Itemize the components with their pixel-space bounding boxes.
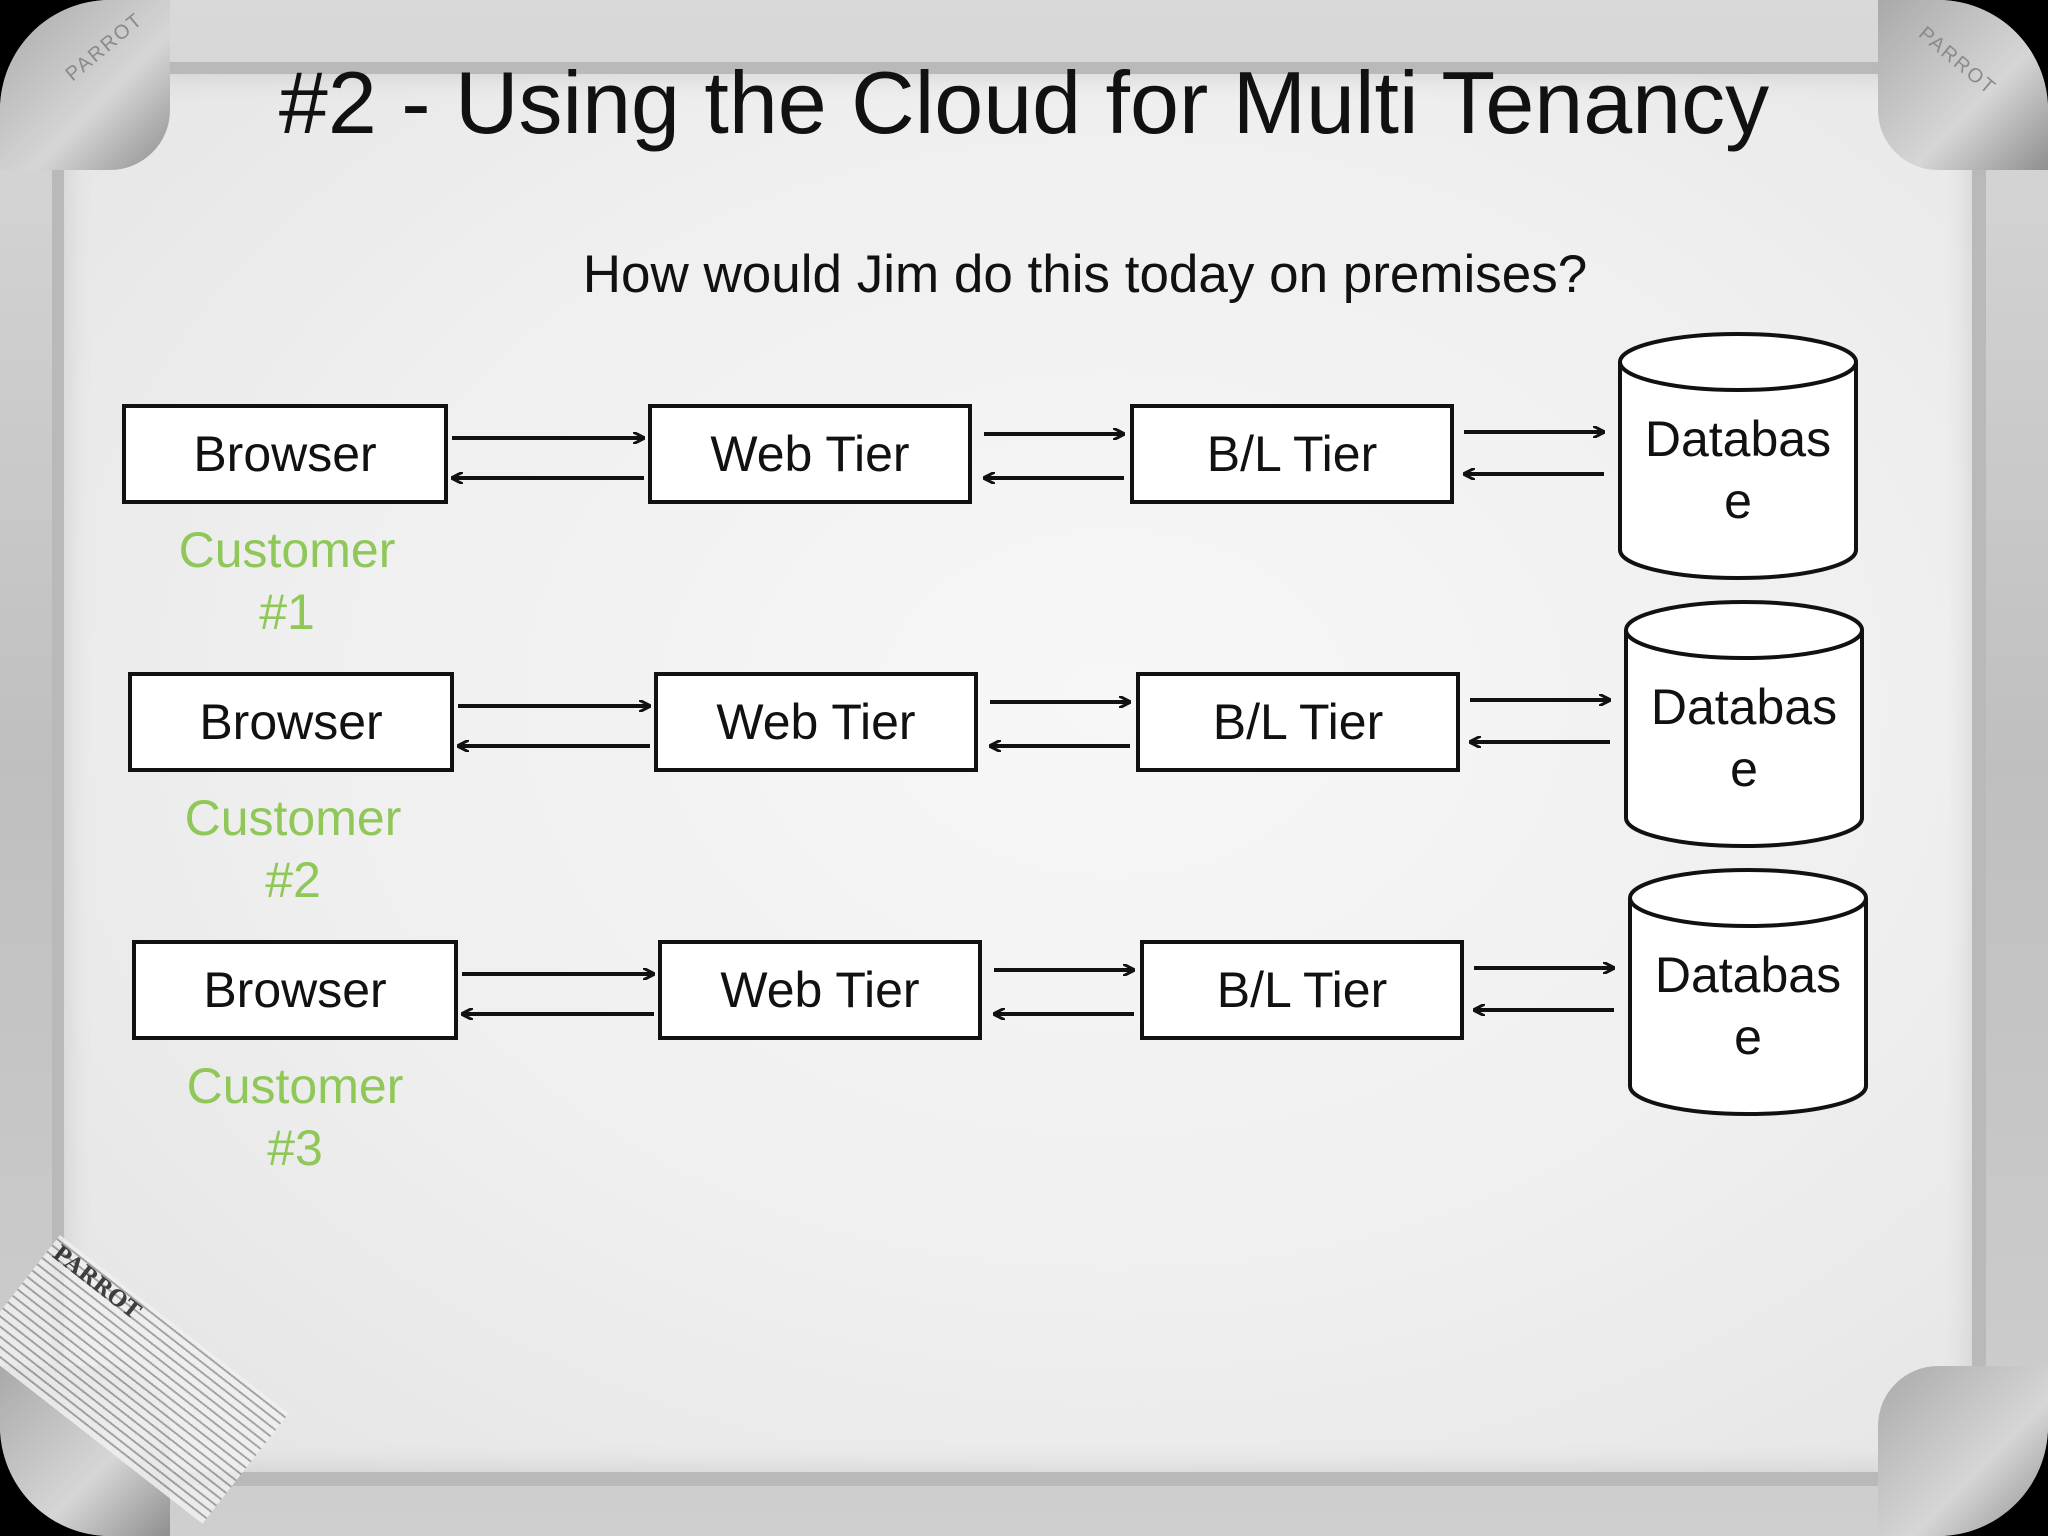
customer-label-line1: Customer [184, 790, 402, 846]
browser-box-2: Browser [128, 672, 454, 772]
browser-box-3: Browser [132, 940, 458, 1040]
cylinder-shape [1628, 868, 1868, 1116]
customer-label-line2: #3 [267, 1120, 323, 1176]
web-tier-box-2: Web Tier [654, 672, 978, 772]
web-tier-box-3: Web Tier [658, 940, 982, 1040]
database-label: Databas e [1626, 944, 1870, 1068]
customer-label-3: Customer #3 [130, 1055, 460, 1179]
database-label-line1: Databas [1644, 411, 1832, 467]
customer-label-line1: Customer [186, 1058, 404, 1114]
database-cylinder-2: Databas e [1622, 598, 1866, 850]
slide-title: #2 - Using the Cloud for Multi Tenancy [278, 53, 1770, 152]
browser-box-1: Browser [122, 404, 448, 504]
database-cylinder-3: Databas e [1626, 866, 1870, 1118]
database-label-line2: e [1724, 473, 1752, 529]
slide-subtitle: How would Jim do this today on premises? [582, 245, 1588, 304]
bl-tier-box-1: B/L Tier [1130, 404, 1454, 504]
customer-label-line2: #1 [259, 584, 315, 640]
customer-label-2: Customer #2 [128, 787, 458, 911]
customer-label-line2: #2 [265, 852, 321, 908]
database-label: Databas e [1616, 408, 1860, 532]
bl-tier-box-2: B/L Tier [1136, 672, 1460, 772]
database-label-line1: Databas [1650, 679, 1838, 735]
bl-tier-box-3: B/L Tier [1140, 940, 1464, 1040]
cylinder-shape [1618, 332, 1858, 580]
web-tier-box-1: Web Tier [648, 404, 972, 504]
cylinder-shape [1624, 600, 1864, 848]
customer-label-line1: Customer [178, 522, 396, 578]
database-label-line1: Databas [1654, 947, 1842, 1003]
database-cylinder-1: Databas e [1616, 330, 1860, 582]
database-label-line2: e [1734, 1009, 1762, 1065]
database-label-line2: e [1730, 741, 1758, 797]
database-label: Databas e [1622, 676, 1866, 800]
customer-label-1: Customer #1 [122, 519, 452, 643]
